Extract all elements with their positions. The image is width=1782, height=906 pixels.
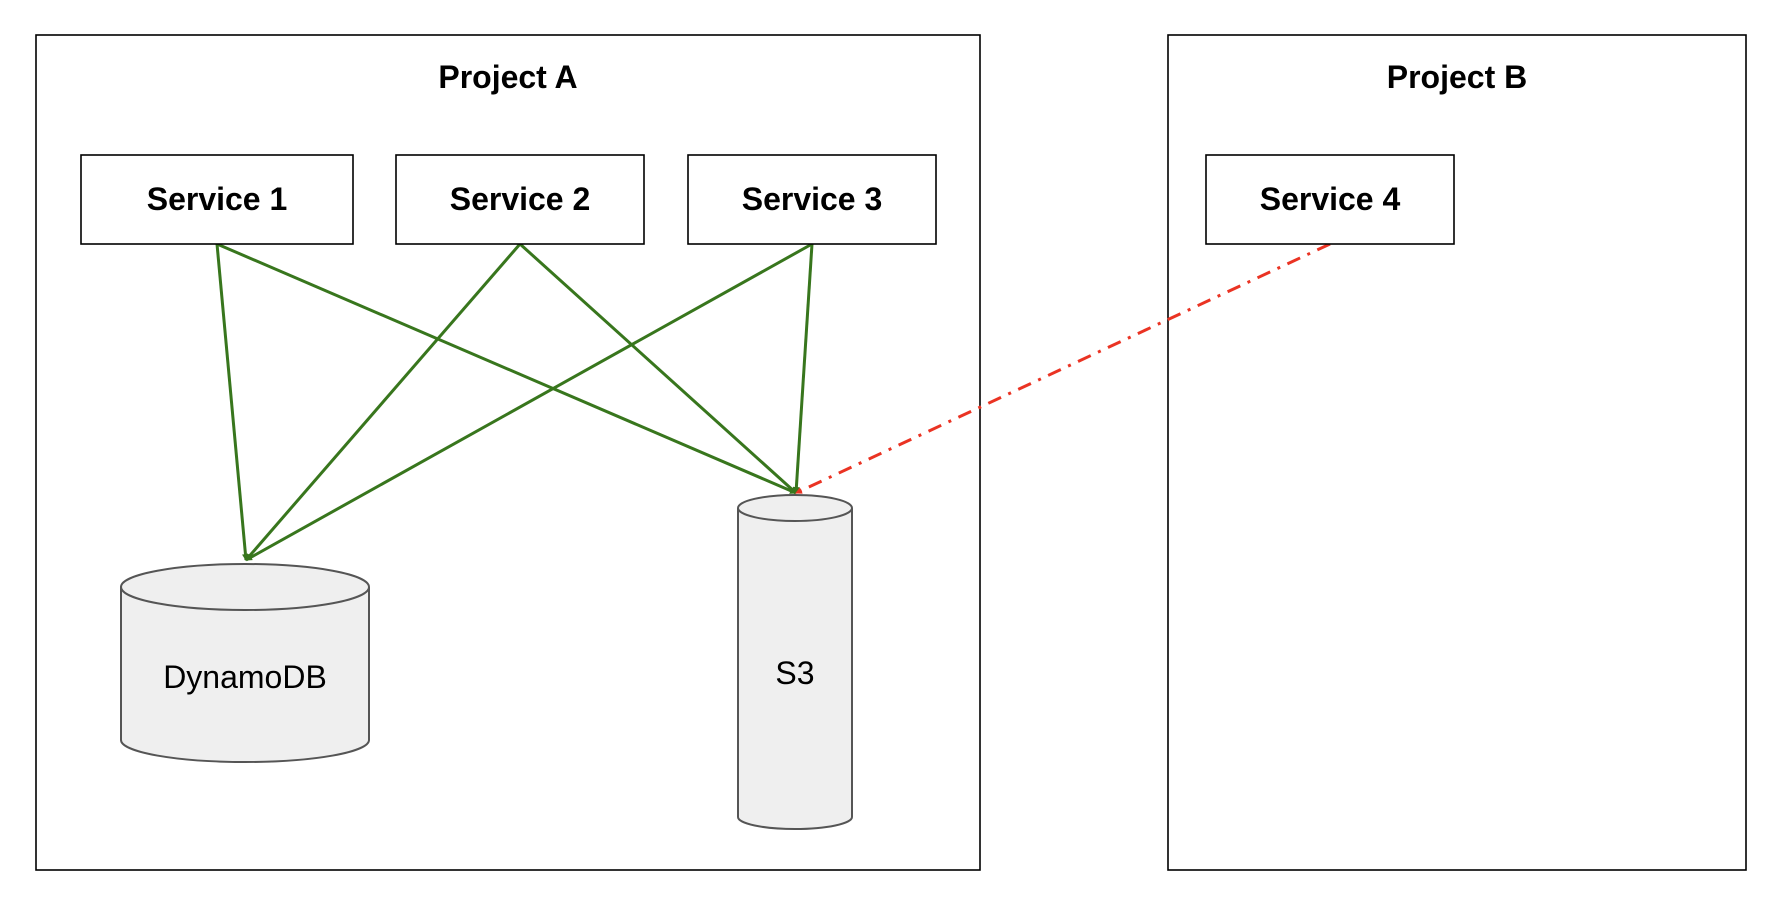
dynamodb-cylinder-top xyxy=(120,563,370,611)
edge-s1-to-s3 xyxy=(216,242,797,495)
service-node-s2: Service 2 xyxy=(395,154,645,245)
edge-s2-to-dynamodb xyxy=(244,243,522,561)
dynamodb-label: DynamoDB xyxy=(163,659,327,695)
service-3-label: Service 3 xyxy=(742,181,883,217)
project-b-border xyxy=(1167,34,1747,871)
project-b-frame: Project B xyxy=(1167,34,1747,871)
service-1-box xyxy=(80,154,354,245)
service-node-s4: Service 4 xyxy=(1205,154,1455,245)
edge-s2-to-s3 xyxy=(518,242,798,495)
service-2-label: Service 2 xyxy=(450,181,591,217)
edges-layer xyxy=(215,242,1331,562)
service-4-box xyxy=(1205,154,1455,245)
s3-store: S3 xyxy=(737,494,853,830)
project-a-border xyxy=(35,34,981,871)
edge-s3-to-dynamodb xyxy=(245,242,813,562)
s3-cylinder-body xyxy=(737,508,853,830)
dynamodb-store: DynamoDB xyxy=(120,563,370,763)
service-3-box xyxy=(687,154,937,245)
edge-s1-to-dynamodb xyxy=(215,243,249,562)
service-4-label: Service 4 xyxy=(1260,181,1401,217)
project-a-title: Project A xyxy=(438,59,577,95)
project-a-frame: Project A xyxy=(35,34,981,871)
s3-label: S3 xyxy=(775,655,814,691)
dynamodb-cylinder-body xyxy=(120,587,370,763)
service-2-box xyxy=(395,154,645,245)
service-node-s1: Service 1 xyxy=(80,154,354,245)
service-1-label: Service 1 xyxy=(147,181,288,217)
project-b-title: Project B xyxy=(1387,59,1527,95)
service-node-s3: Service 3 xyxy=(687,154,937,245)
s3-cylinder-top xyxy=(737,494,853,522)
edge-s3-to-s3 xyxy=(792,243,814,495)
edge-s4-to-s3 xyxy=(795,242,1331,495)
